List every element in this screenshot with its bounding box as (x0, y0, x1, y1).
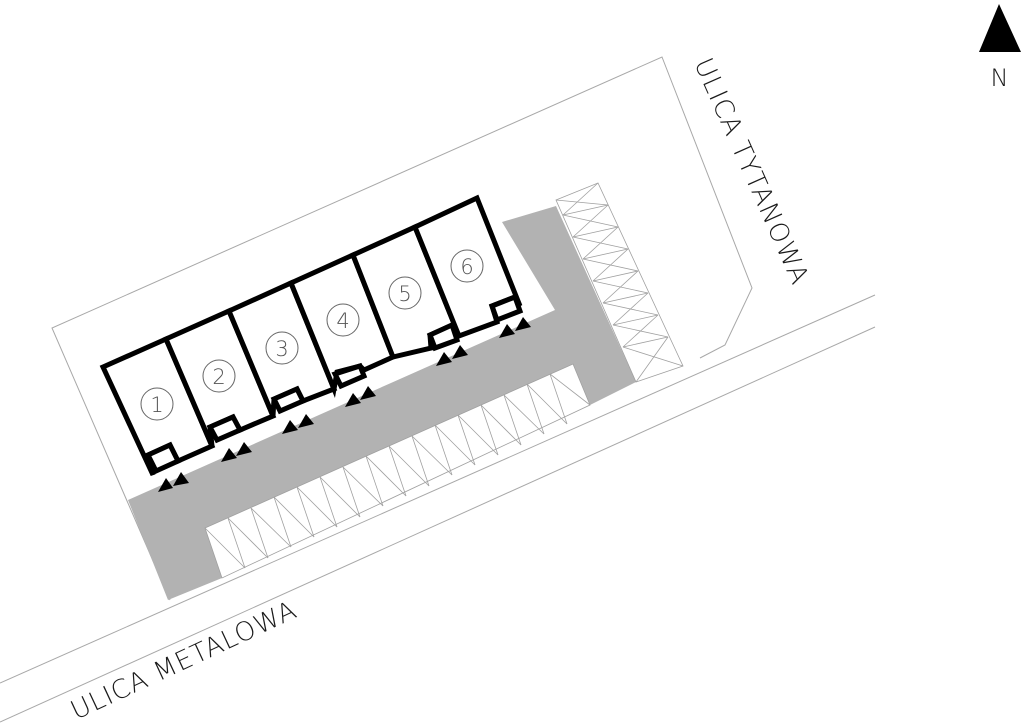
driveway (128, 206, 636, 600)
street-line-metalowa-lower (0, 326, 876, 723)
svg-text:2: 2 (212, 365, 225, 389)
parking-area-south (204, 363, 591, 579)
svg-text:5: 5 (398, 282, 411, 306)
unit-5-vestibule (426, 321, 461, 352)
svg-text:6: 6 (460, 255, 473, 279)
building (99, 194, 524, 477)
street-line-metalowa-upper (0, 294, 876, 684)
entrance-markers (158, 317, 531, 492)
unit-6-label[interactable]: 6 (450, 249, 484, 283)
entrance-arrow-icon (282, 420, 298, 434)
unit-4-vestibule (331, 362, 368, 390)
north-label: N (991, 64, 1010, 92)
entrance-arrow-icon (436, 352, 452, 366)
entrance-arrow-icon (345, 393, 361, 407)
svg-text:1: 1 (150, 393, 163, 417)
svg-text:4: 4 (336, 309, 349, 333)
svg-text:3: 3 (275, 337, 288, 361)
entrance-arrow-icon (221, 448, 237, 462)
lot-boundary (51, 56, 753, 601)
entrance-arrow-icon (298, 414, 314, 428)
unit-1-label[interactable]: 1 (140, 387, 174, 421)
street-label-metalowa: ULICA METALOWA (66, 595, 302, 725)
parking-area-east (555, 182, 684, 383)
unit-6-vestibule (488, 293, 524, 324)
unit-5-label[interactable]: 5 (388, 276, 422, 310)
entrance-arrow-icon (360, 386, 376, 400)
north-arrow-icon (979, 4, 1021, 52)
entrance-arrow-icon (515, 317, 531, 331)
unit-4-label[interactable]: 4 (326, 303, 360, 337)
unit-2-label[interactable]: 2 (202, 359, 236, 393)
north-arrow (979, 4, 1021, 52)
entrance-arrow-icon (158, 478, 173, 492)
unit-2-vestibule (206, 413, 244, 444)
entrance-arrow-icon (236, 442, 252, 456)
entrance-arrow-icon (173, 472, 189, 486)
entrance-arrow-icon (499, 324, 515, 338)
unit-3-vestibule (270, 385, 307, 415)
entrance-arrow-icon (452, 345, 468, 359)
unit-1-vestibule (144, 441, 182, 475)
unit-3-label[interactable]: 3 (265, 331, 299, 365)
unit-labels: 1 2 3 4 5 6 (140, 249, 484, 421)
